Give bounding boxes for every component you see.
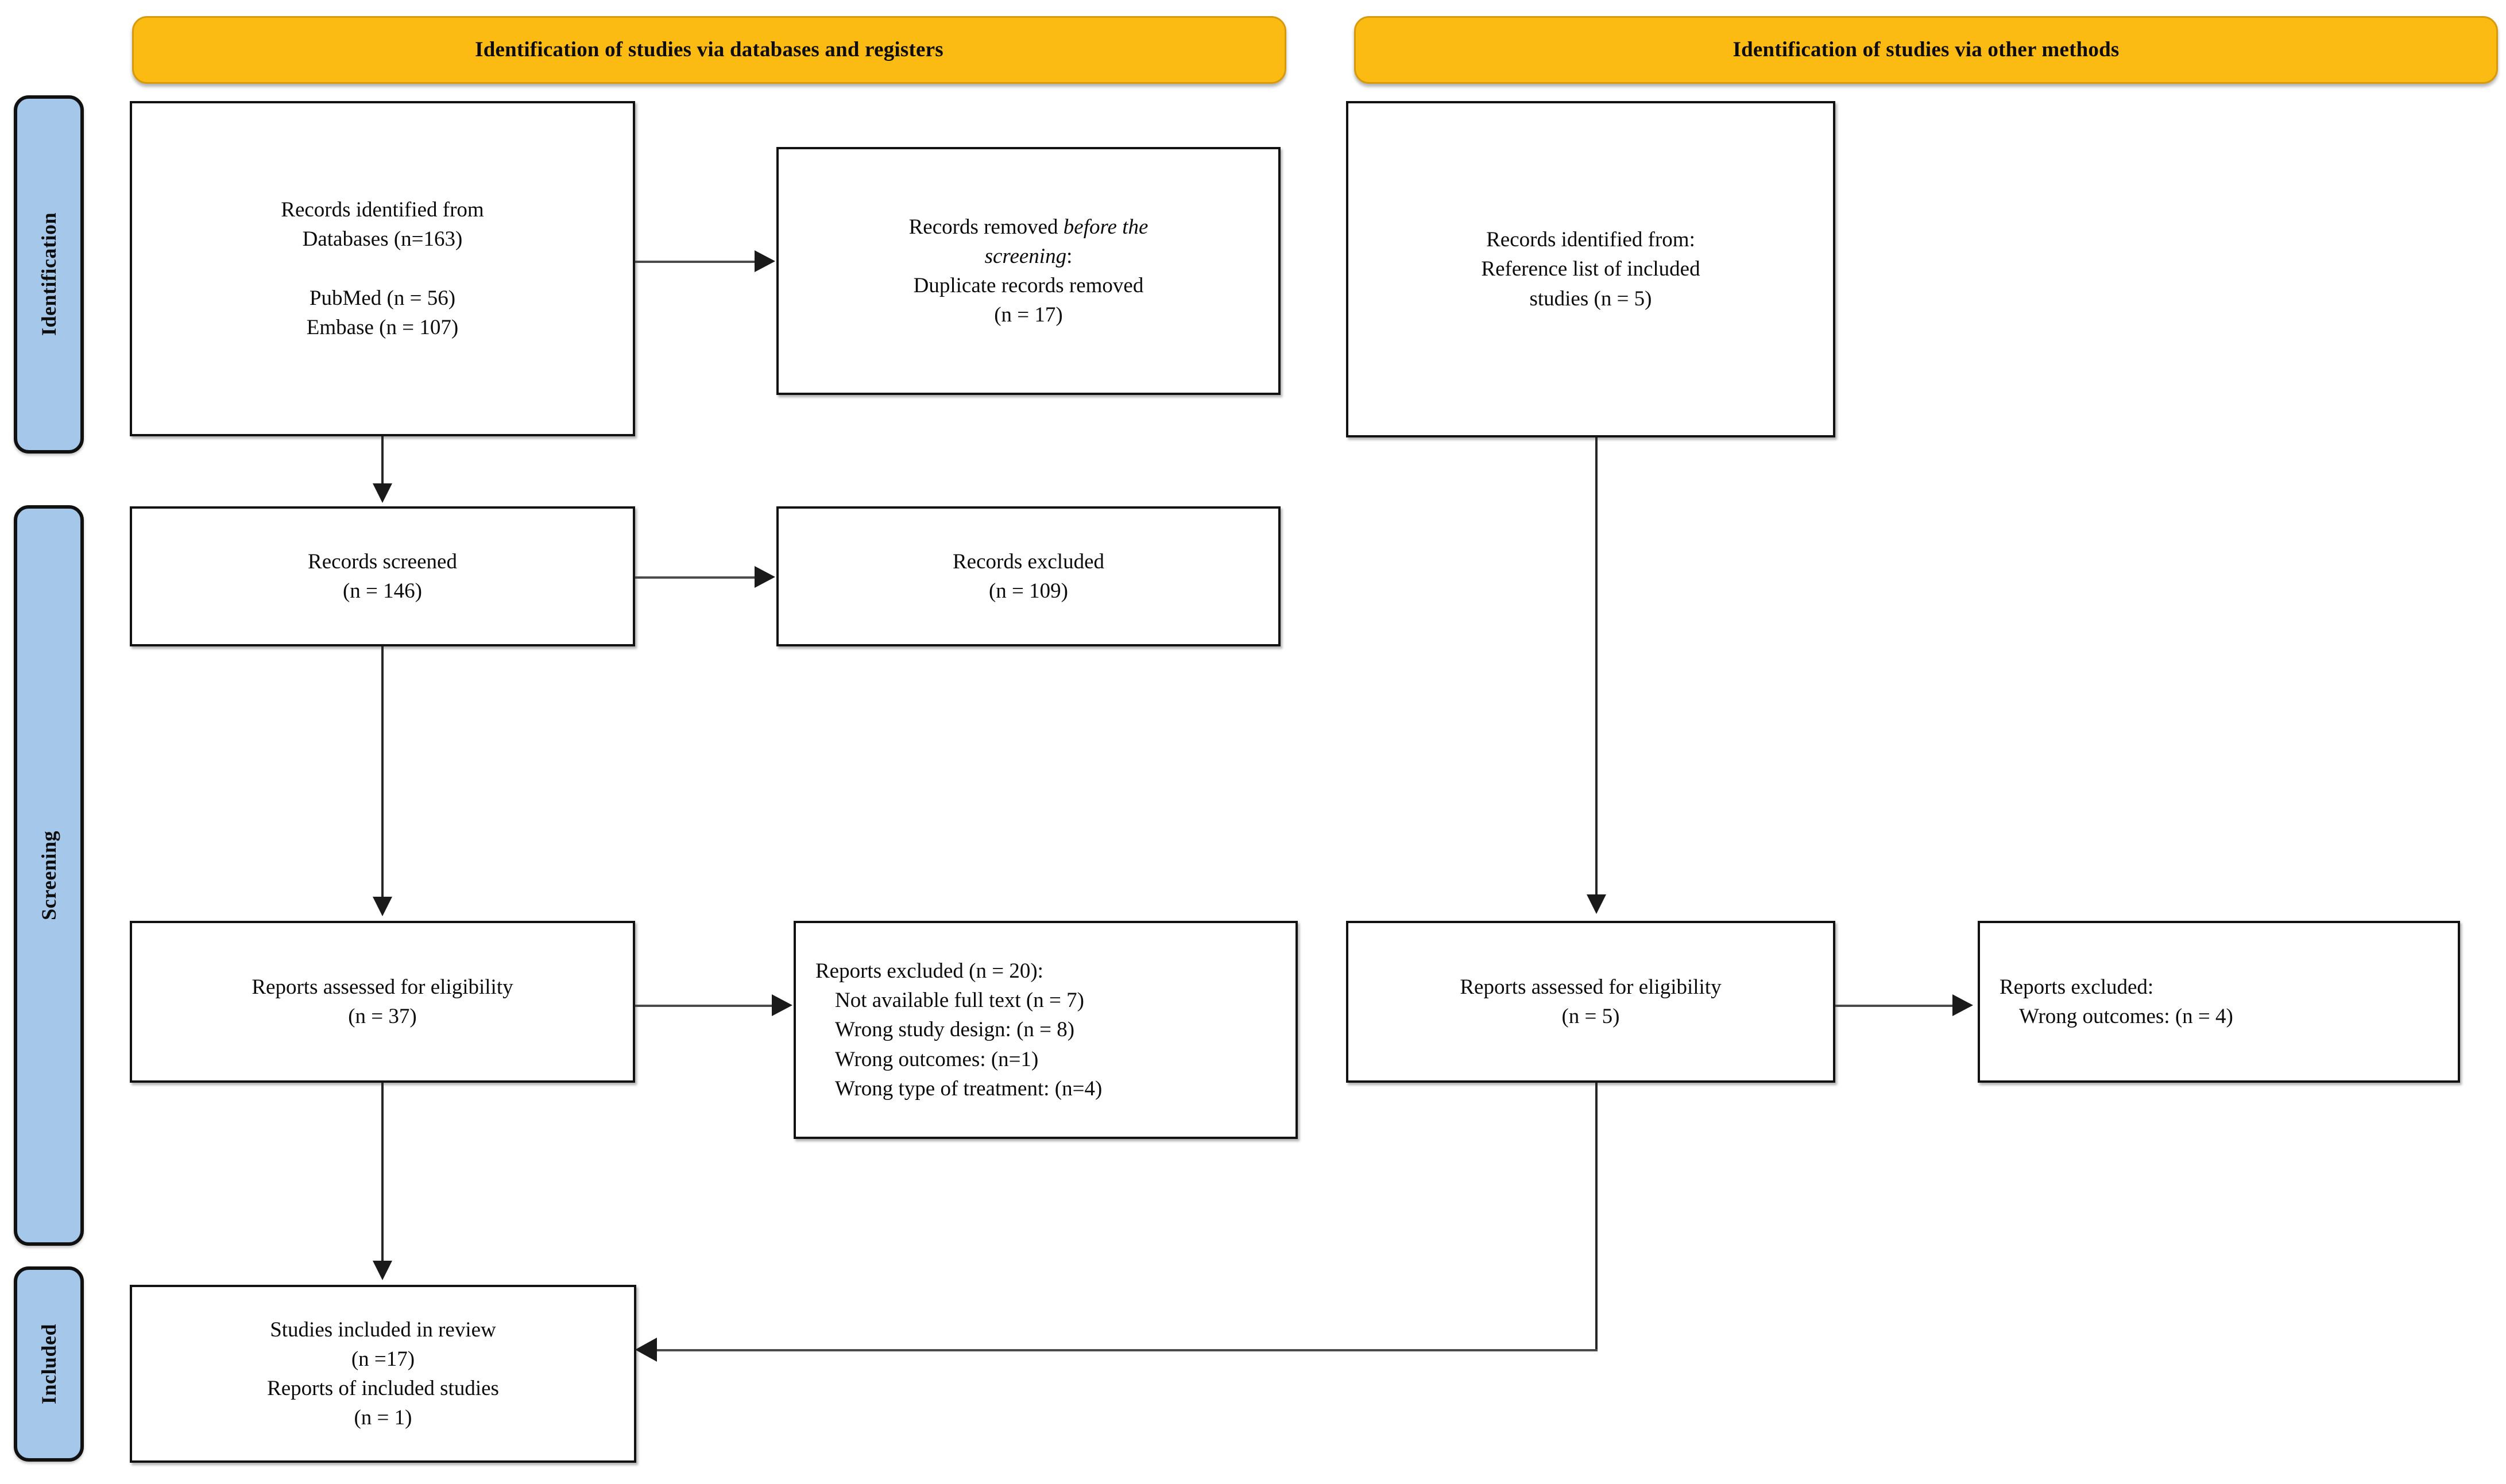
box-records-identified-text: Records identified from Databases (n=163…: [281, 198, 484, 339]
box-reports-excluded-left: Reports excluded (n = 20): Not available …: [794, 921, 1298, 1139]
box-records-excluded-text: Records excluded (n = 109): [952, 549, 1105, 603]
connector-identified-to-screened: [381, 436, 384, 486]
connector-identified-to-removed: [635, 261, 757, 263]
arrow-screened-to-assessed: [373, 897, 392, 916]
box-records-identified: Records identified from Databases (n=163…: [130, 101, 635, 436]
records-removed-italic2: screening: [984, 244, 1067, 268]
arrow-assessed-to-included: [373, 1261, 392, 1280]
phase-header-databases-label: Identification of studies via databases …: [475, 37, 943, 61]
box-records-excluded: Records excluded (n = 109): [776, 506, 1281, 646]
phase-header-databases: Identification of studies via databases …: [132, 16, 1286, 84]
box-studies-included: Studies included in review (n =17) Repor…: [130, 1285, 636, 1463]
connector-assessed-to-included: [381, 1083, 384, 1263]
box-studies-included-text: Studies included in review (n =17) Repor…: [267, 1318, 499, 1430]
reports-excluded-left-item-1: Wrong study design: (n = 8): [835, 1018, 1075, 1042]
arrow-assessed-to-excluded-left: [772, 994, 792, 1016]
arrow-other-identified-to-assessed: [1587, 894, 1606, 914]
connector-screened-to-assessed: [381, 646, 384, 899]
box-reports-assessed-left-text: Reports assessed for eligibility (n = 37…: [252, 975, 513, 1028]
connector-screened-to-excluded: [635, 576, 757, 579]
stage-band-included-label: Included: [37, 1323, 60, 1405]
reports-excluded-left-item-3: Wrong type of treatment: (n=4): [835, 1076, 1103, 1101]
reports-excluded-left-item-0: Not available full text (n = 7): [835, 989, 1084, 1013]
connector-other-assessed-down: [1595, 1083, 1598, 1351]
stage-band-screening: Screening: [14, 505, 84, 1246]
phase-header-other-methods-label: Identification of studies via other meth…: [1732, 37, 2120, 61]
records-removed-italic1: before the: [1063, 215, 1148, 239]
box-reports-assessed-right: Reports assessed for eligibility (n = 5): [1346, 921, 1835, 1083]
box-reports-excluded-left-text: Reports excluded (n = 20): Not available …: [796, 956, 1295, 1103]
records-removed-colon: :: [1066, 244, 1073, 268]
box-reports-excluded-right: Reports excluded: Wrong outcomes: (n = 4): [1978, 921, 2460, 1083]
phase-header-other-methods: Identification of studies via other meth…: [1354, 16, 2498, 84]
reports-excluded-right-title: Reports excluded:: [2000, 975, 2154, 999]
connector-assessed-to-excluded-right: [1835, 1005, 1955, 1007]
stage-band-identification: Identification: [14, 95, 84, 454]
stage-band-screening-label: Screening: [37, 831, 60, 920]
connector-assessed-to-excluded-left: [635, 1005, 774, 1007]
reports-excluded-left-title: Reports excluded (n = 20):: [815, 959, 1043, 983]
records-removed-seg4: (n = 17): [994, 303, 1063, 327]
box-reports-assessed-right-text: Reports assessed for eligibility (n = 5): [1460, 975, 1722, 1028]
box-records-identified-other: Records identified from: Reference list …: [1346, 101, 1835, 437]
connector-other-identified-to-assessed: [1595, 437, 1598, 897]
arrow-identified-to-removed: [755, 250, 775, 272]
reports-excluded-left-item-2: Wrong outcomes: (n=1): [835, 1047, 1039, 1071]
box-reports-assessed-left: Reports assessed for eligibility (n = 37…: [130, 921, 635, 1083]
box-records-removed-text: Records removed before the screening: Dupl…: [899, 212, 1159, 330]
box-records-identified-other-text: Records identified from: Reference list …: [1481, 228, 1700, 311]
box-records-screened: Records screened (n = 146): [130, 506, 635, 646]
stage-band-included: Included: [14, 1266, 84, 1462]
arrow-screened-to-excluded: [755, 566, 775, 588]
arrow-identified-to-screened: [373, 483, 392, 503]
records-removed-seg3: Duplicate records removed: [913, 274, 1144, 297]
records-removed-seg1: Records removed: [908, 215, 1063, 239]
connector-other-assessed-to-included: [657, 1349, 1598, 1351]
box-reports-excluded-right-text: Reports excluded: Wrong outcomes: (n = 4): [1980, 972, 2458, 1031]
arrow-other-assessed-to-included: [635, 1338, 657, 1362]
arrow-assessed-to-excluded-right: [1952, 994, 1973, 1016]
box-records-screened-text: Records screened (n = 146): [308, 549, 457, 603]
stage-band-identification-label: Identification: [37, 212, 60, 336]
reports-excluded-right-item-0: Wrong outcomes: (n = 4): [2019, 1005, 2233, 1028]
box-records-removed: Records removed before the screening: Dupl…: [776, 147, 1281, 395]
